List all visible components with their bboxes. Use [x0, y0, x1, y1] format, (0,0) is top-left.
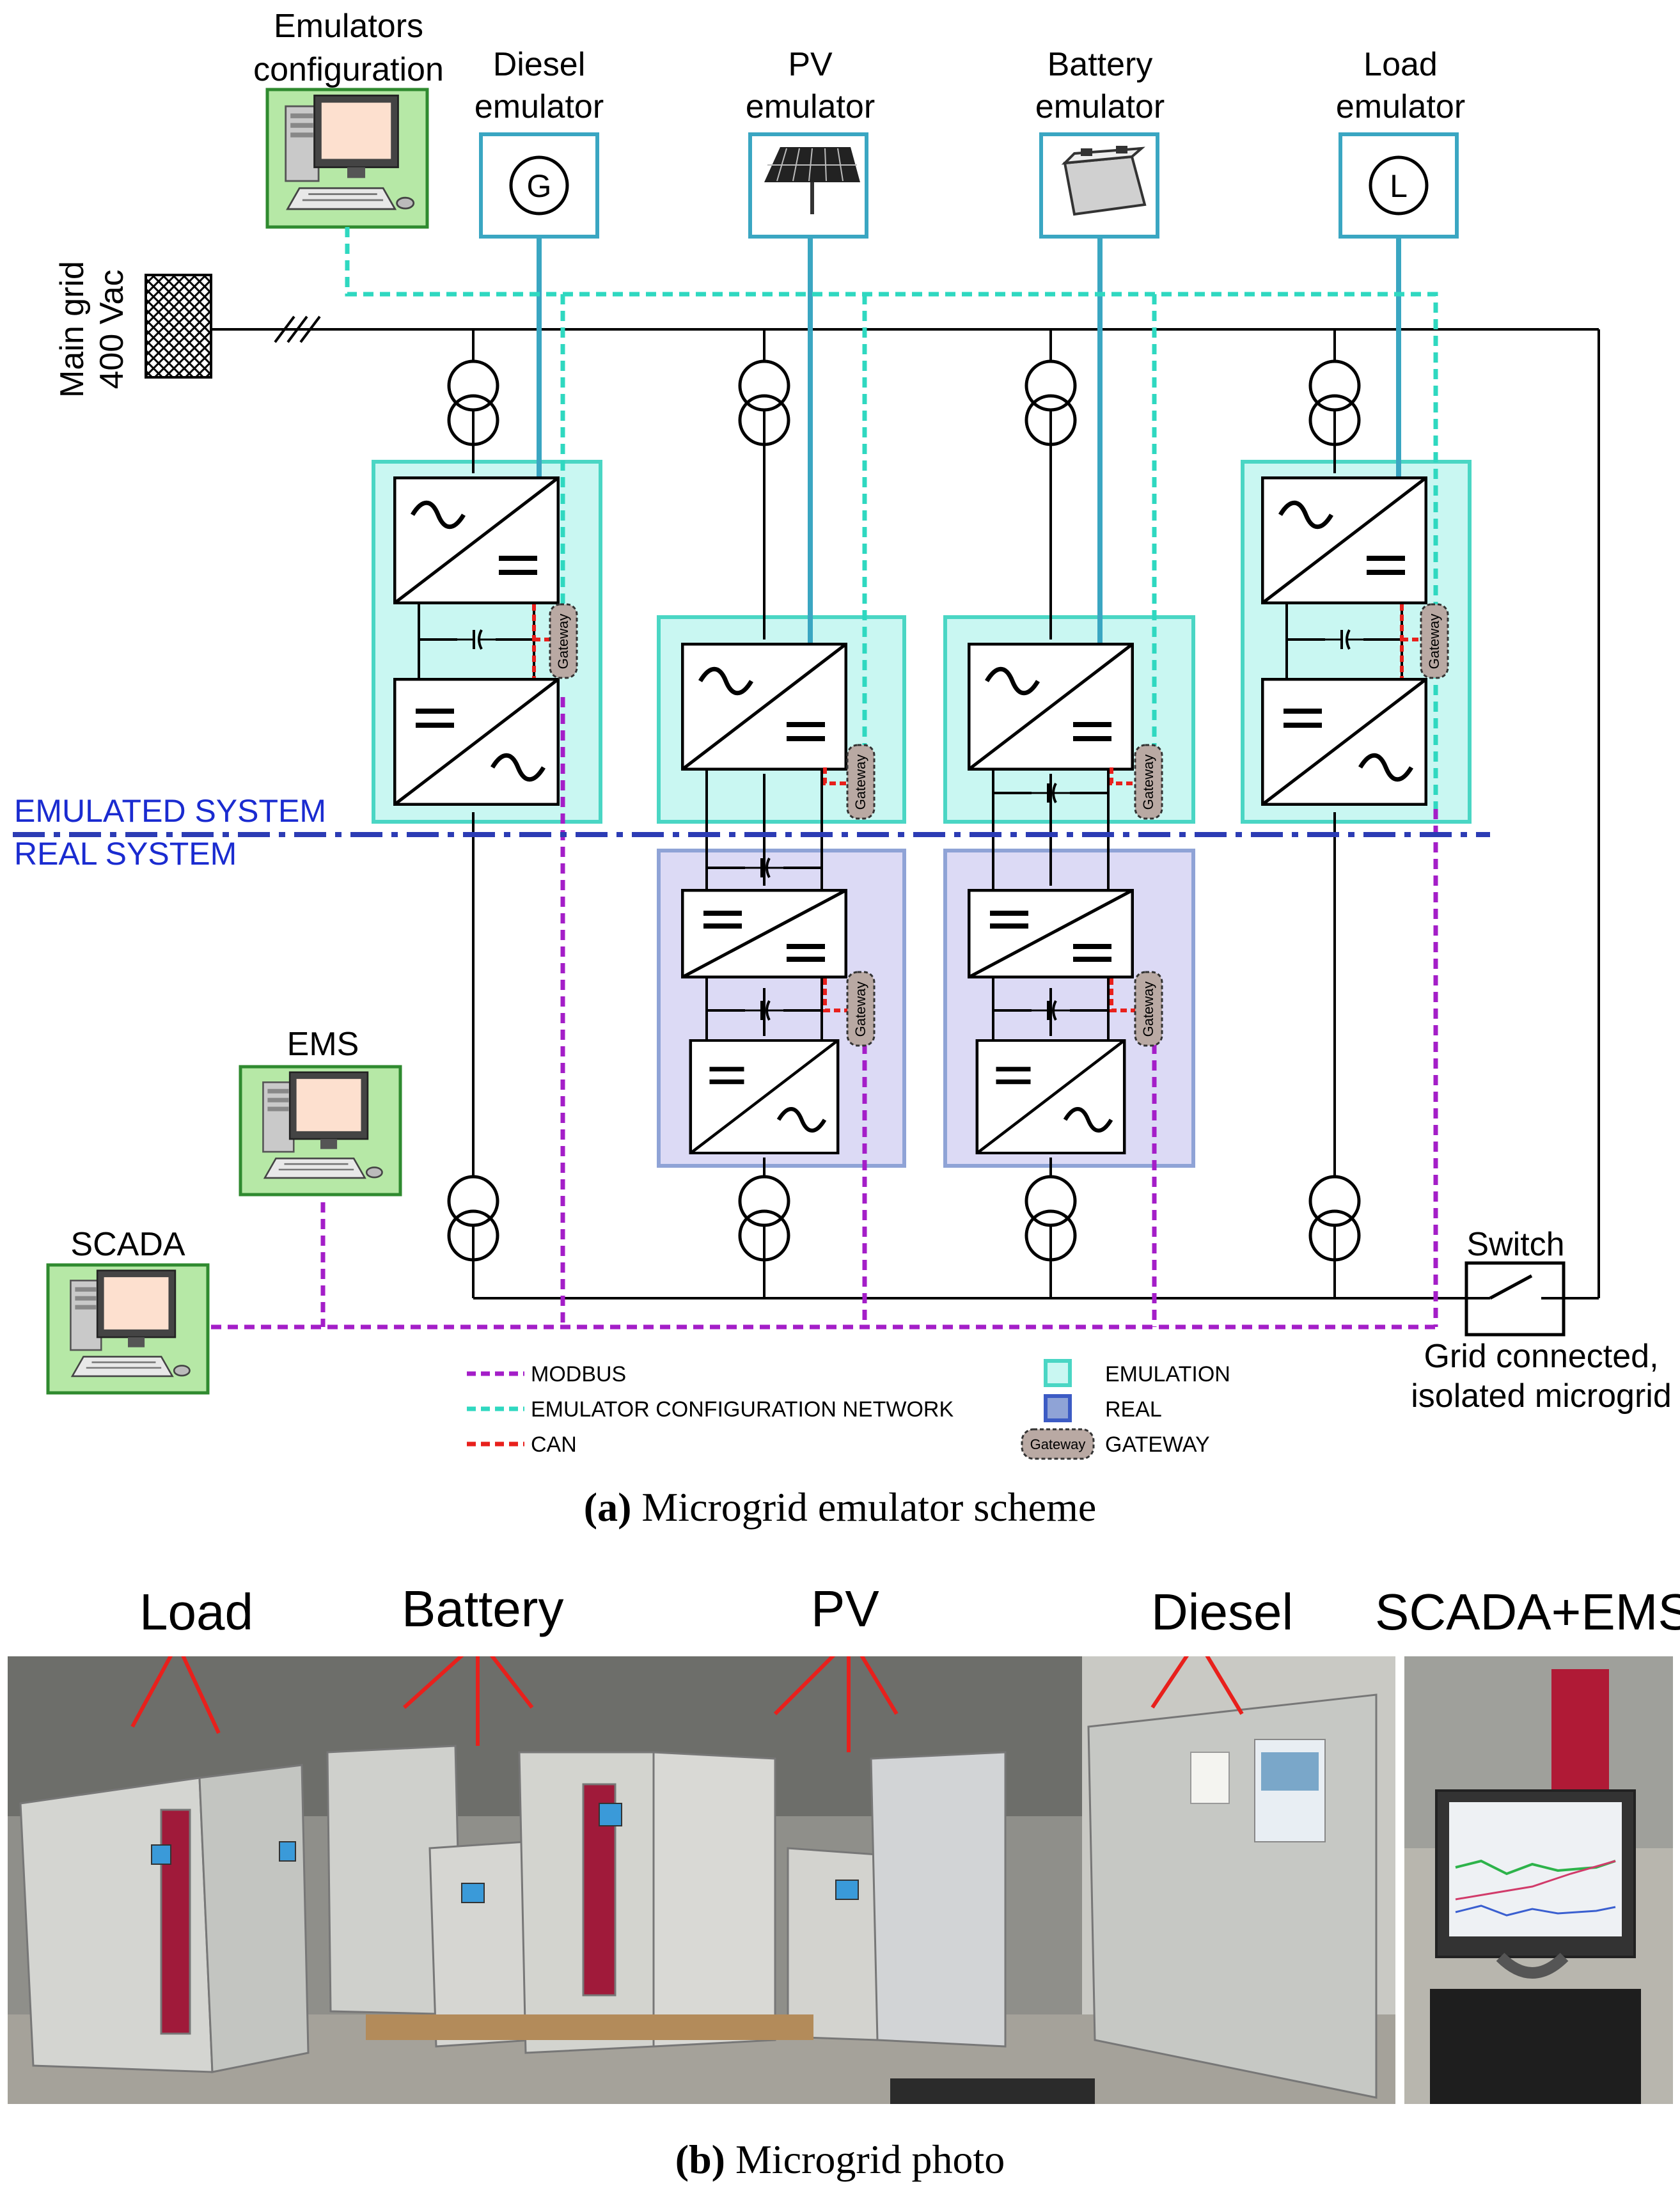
- diesel-acdc-converter: [395, 478, 558, 603]
- caption-a-text: Microgrid emulator scheme: [641, 1484, 1097, 1530]
- pv-emulator-label-2: emulator: [746, 88, 875, 125]
- modbus-network: [211, 697, 1438, 1330]
- microgrid-panorama-photo: [8, 1656, 1395, 2104]
- emulator-config-network: [345, 227, 1438, 809]
- battery-emulation-gateway: Gateway: [1134, 744, 1163, 820]
- load-emulator-label: Load: [1363, 46, 1438, 83]
- pv-dcac-converter: [691, 1040, 838, 1153]
- svg-text:L: L: [1390, 168, 1408, 204]
- caption-b-text: Microgrid photo: [735, 2137, 1005, 2182]
- pv-emulator-label: PV: [788, 46, 833, 83]
- load-acdc-converter: [1262, 478, 1426, 603]
- switch-note-line2: isolated microgrid: [1411, 1378, 1672, 1415]
- svg-text:Gateway: Gateway: [1426, 614, 1442, 670]
- load-emulator-label-2: emulator: [1336, 88, 1465, 125]
- emulator-links: [537, 237, 1401, 643]
- svg-text:Gateway: Gateway: [1140, 982, 1156, 1037]
- load-gateway: Gateway: [1420, 603, 1449, 679]
- svg-text:MODBUS: MODBUS: [531, 1362, 626, 1386]
- generator-icon: G: [509, 155, 569, 216]
- pv-dcdc-converter: [682, 890, 846, 977]
- svg-text:GATEWAY: GATEWAY: [1105, 1433, 1210, 1457]
- pv-emulation-gateway: Gateway: [846, 744, 875, 820]
- diesel-emulator-label-2: emulator: [475, 88, 604, 125]
- diesel-dcac-converter: [395, 679, 558, 805]
- battery-dcac-converter: [977, 1040, 1124, 1153]
- svg-text:CAN: CAN: [531, 1433, 577, 1457]
- svg-text:400 Vac: 400 Vac: [93, 270, 130, 389]
- photo-label-load: Load: [139, 1583, 253, 1640]
- grid-switch: [1461, 1261, 1566, 1337]
- battery-dcdc-converter: [969, 890, 1133, 977]
- caption-b: (b) Microgrid photo: [0, 2136, 1680, 2183]
- main-grid-block: Main grid 400 Vac: [54, 261, 212, 398]
- caption-a: (a) Microgrid emulator scheme: [0, 1484, 1680, 1531]
- svg-text:G: G: [527, 168, 552, 204]
- scada-label: SCADA: [70, 1226, 185, 1263]
- legend: MODBUS EMULATOR CONFIGURATION NETWORK CA…: [467, 1359, 1230, 1460]
- caption-a-label: (a): [583, 1484, 632, 1530]
- battery-acdc-converter: [969, 644, 1133, 769]
- photo-label-scada-ems: SCADA+EMS: [1375, 1583, 1680, 1640]
- svg-text:Gateway: Gateway: [1030, 1436, 1086, 1452]
- load-icon: L: [1369, 155, 1429, 216]
- svg-text:Gateway: Gateway: [852, 755, 868, 810]
- battery-icon: [1061, 146, 1147, 216]
- svg-text:EMULATOR CONFIGURATION NETWORK: EMULATOR CONFIGURATION NETWORK: [531, 1397, 954, 1422]
- emulated-system-label: EMULATED SYSTEM: [14, 793, 326, 829]
- load-dcac-converter: [1262, 679, 1426, 805]
- battery-real-gateway: Gateway: [1134, 971, 1163, 1047]
- photo-label-pv: PV: [811, 1580, 879, 1637]
- svg-text:Gateway: Gateway: [555, 614, 571, 670]
- svg-text:Gateway: Gateway: [1140, 755, 1156, 810]
- pv-real-gateway: Gateway: [846, 971, 875, 1047]
- microgrid-scheme: Emulators configuration Diesel emulator …: [13, 8, 1672, 1460]
- svg-text:EMULATION: EMULATION: [1105, 1362, 1230, 1386]
- emulators-config-pc: [265, 88, 429, 229]
- ems-label: EMS: [287, 1026, 359, 1063]
- switch-label: Switch: [1466, 1226, 1564, 1263]
- svg-text:Main grid: Main grid: [54, 261, 91, 398]
- caption-b-label: (b): [675, 2137, 725, 2182]
- svg-text:REAL: REAL: [1105, 1397, 1162, 1422]
- can-links: [532, 604, 1423, 1012]
- pv-acdc-converter: [682, 644, 846, 769]
- scada-pc: [46, 1263, 210, 1395]
- real-system-label: REAL SYSTEM: [14, 836, 237, 872]
- battery-emulator-label-2: emulator: [1035, 88, 1165, 125]
- emulators-config-label: Emulators: [274, 8, 423, 45]
- svg-text:Gateway: Gateway: [852, 982, 868, 1037]
- photo-label-diesel: Diesel: [1151, 1583, 1294, 1640]
- emulators-config-label-2: configuration: [253, 51, 444, 88]
- photo-label-battery: Battery: [402, 1580, 564, 1637]
- ems-pc: [239, 1065, 402, 1197]
- scada-ems-photo: [1404, 1656, 1673, 2104]
- battery-emulator-label: Battery: [1048, 46, 1153, 83]
- switch-note-line1: Grid connected,: [1424, 1338, 1658, 1375]
- diesel-emulator-label: Diesel: [493, 46, 586, 83]
- diesel-gateway: Gateway: [549, 603, 578, 679]
- solar-panel-icon: [764, 147, 860, 214]
